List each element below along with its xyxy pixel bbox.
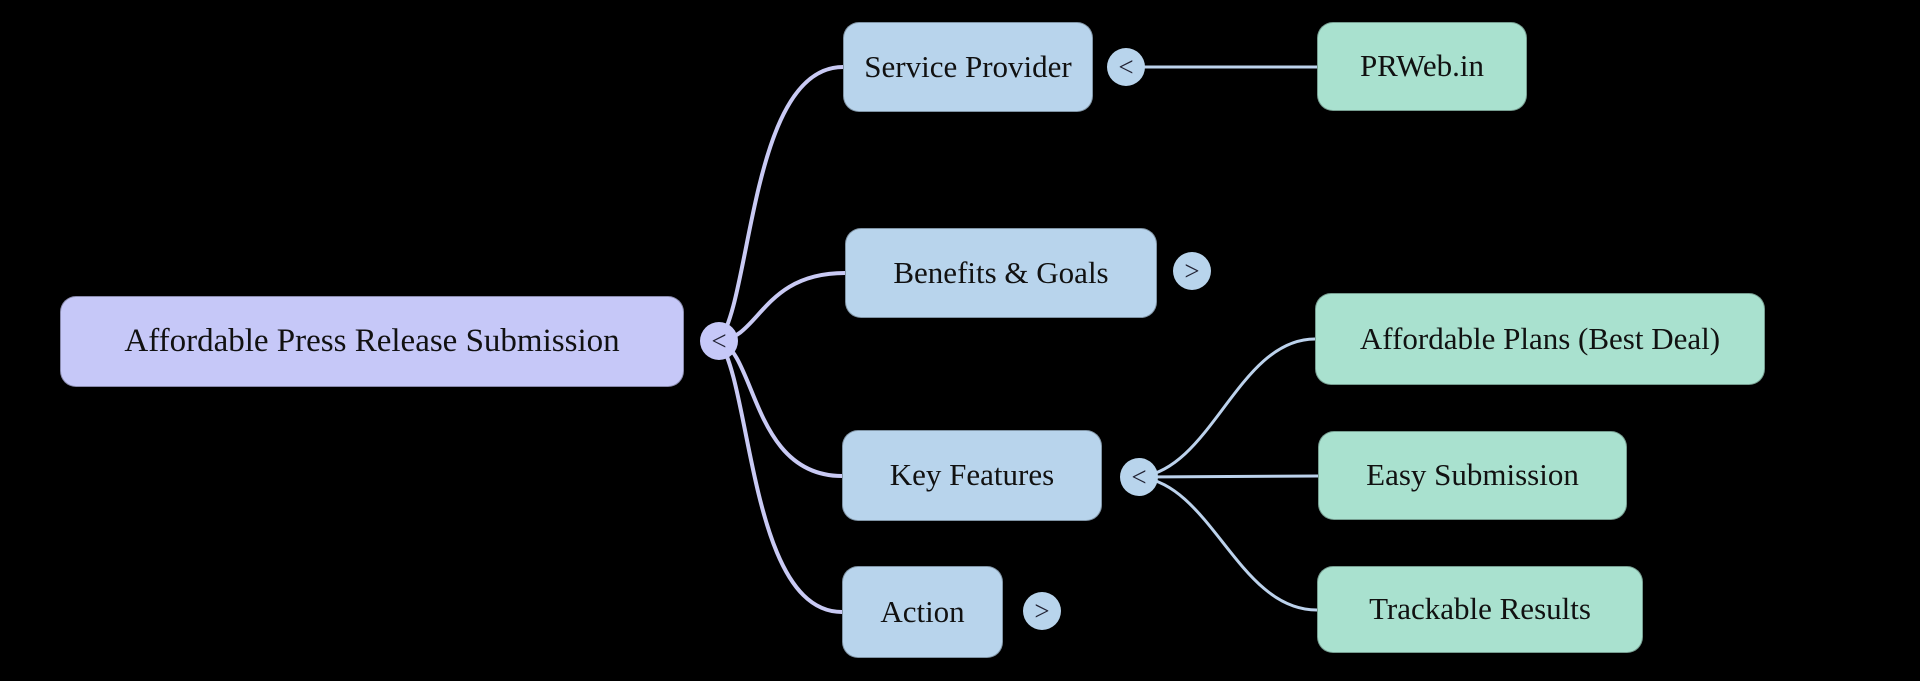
chevron-right-icon: > <box>1034 595 1050 626</box>
node-root-label: Affordable Press Release Submission <box>124 323 620 360</box>
node-prweb-label: PRWeb.in <box>1359 48 1485 84</box>
edge-key-features-to-easy-submission <box>1137 474 1320 479</box>
chevron-left-icon: < <box>711 325 727 356</box>
node-affordable-plans[interactable]: Affordable Plans (Best Deal) <box>1315 293 1765 385</box>
node-easy-submission[interactable]: Easy Submission <box>1318 431 1627 520</box>
collapse-toggle-root[interactable]: < <box>700 322 738 360</box>
node-benefits-goals-label: Benefits & Goals <box>893 254 1109 290</box>
node-key-features-label: Key Features <box>889 457 1055 493</box>
node-service-provider-label: Service Provider <box>864 48 1072 84</box>
node-trackable-results[interactable]: Trackable Results <box>1317 566 1643 653</box>
node-action[interactable]: Action <box>842 566 1003 658</box>
collapse-toggle-key-features[interactable]: < <box>1120 458 1158 496</box>
node-root[interactable]: Affordable Press Release Submission <box>60 296 684 387</box>
node-affordable-plans-label: Affordable Plans (Best Deal) <box>1359 320 1721 356</box>
edge-root-to-service-provider <box>717 65 845 343</box>
node-key-features[interactable]: Key Features <box>842 430 1102 521</box>
node-prweb[interactable]: PRWeb.in <box>1317 22 1527 111</box>
edge-root-to-action <box>717 339 844 614</box>
expand-toggle-action[interactable]: > <box>1023 592 1061 630</box>
edge-key-features-to-affordable-plans <box>1137 337 1317 479</box>
node-action-label: Action <box>880 593 965 629</box>
expand-toggle-benefits-goals[interactable]: > <box>1173 252 1211 290</box>
chevron-left-icon: < <box>1131 461 1147 492</box>
chevron-right-icon: > <box>1184 255 1200 286</box>
node-trackable-results-label: Trackable Results <box>1369 591 1591 627</box>
edge-key-features-to-trackable-results <box>1137 475 1319 612</box>
node-easy-submission-label: Easy Submission <box>1366 457 1579 493</box>
edge-root-to-key-features <box>717 339 844 478</box>
collapse-toggle-service-provider[interactable]: < <box>1107 48 1145 86</box>
node-service-provider[interactable]: Service Provider <box>843 22 1093 112</box>
chevron-left-icon: < <box>1118 51 1134 82</box>
node-benefits-goals[interactable]: Benefits & Goals <box>845 228 1157 318</box>
